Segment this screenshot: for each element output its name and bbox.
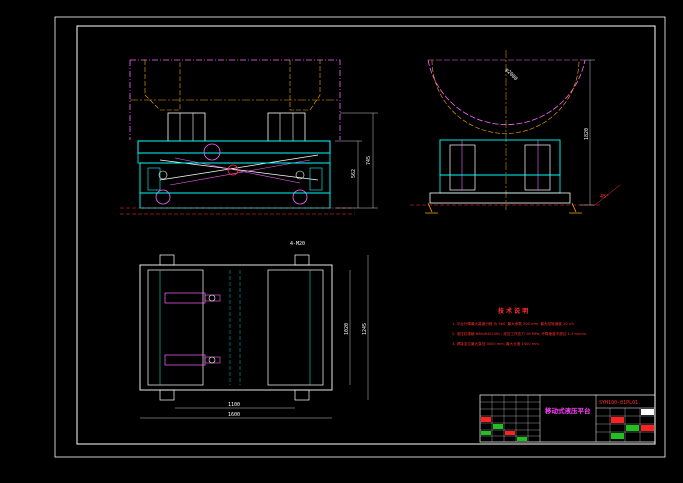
outer-border [54, 16, 666, 458]
tech-notes-title: 技 术 说 明 [498, 307, 528, 315]
title-block-name: 移动式液压平台 [545, 406, 591, 415]
top-depth-inner: 1020 [344, 323, 350, 335]
top-view: 4-M20 1100 1600 1020 1245 [139, 241, 369, 419]
tech-note-1: 1. 平台升降最大高度行程 为 560, 最大承载 300 mm, 最大回转速度… [452, 321, 575, 326]
tech-note-2: 2. 液压缸规格 Φ80/Φ45/180 ; 液压工作压力 16 MPa; 升降… [452, 331, 587, 336]
front-height-1: 562 [351, 169, 357, 178]
angle-label: 45° [600, 194, 609, 200]
top-width-inner: 1100 [228, 402, 240, 408]
title-block-code: SYH100-01PL01 [599, 400, 638, 406]
front-view: 562 745 [120, 59, 378, 215]
tech-note-3: 3. 焊接变位最大直径 3000 mm, 最大长度 1400 mm. [452, 341, 540, 346]
top-width-outer: 1600 [228, 412, 240, 418]
top-depth-outer: 1245 [362, 323, 368, 335]
inner-border [76, 25, 656, 445]
side-height: 1820 [584, 128, 590, 140]
side-view: φ2000 1820 45° [410, 50, 621, 214]
tech-notes: 技 术 说 明 1. 平台升降最大高度行程 为 560, 最大承载 300 mm… [452, 307, 587, 346]
front-height-2: 745 [366, 156, 372, 165]
title-block: 移动式液压平台 SYH100-01PL01 [479, 394, 656, 443]
bolt-spec: 4-M20 [290, 241, 305, 247]
